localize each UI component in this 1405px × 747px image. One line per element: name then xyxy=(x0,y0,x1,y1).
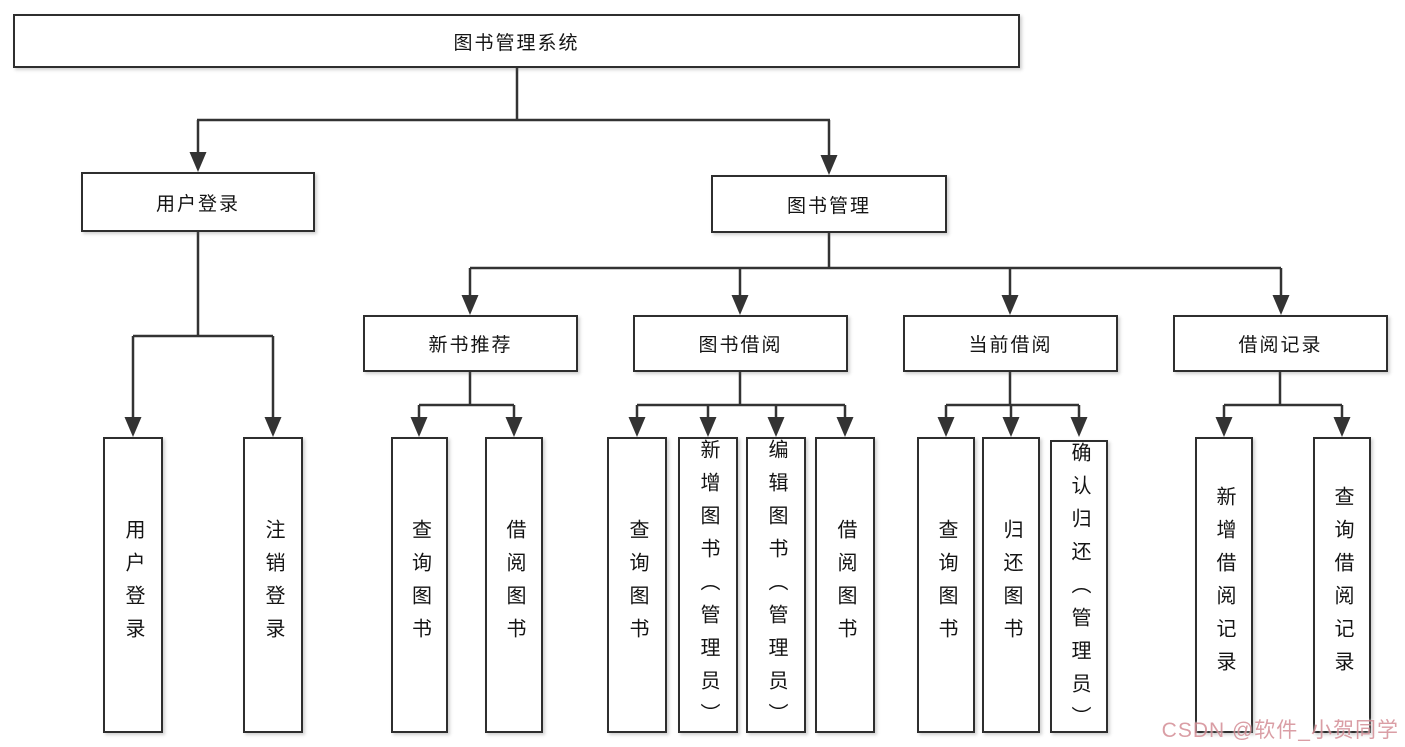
node-label: 新增图书（管理员） xyxy=(697,439,719,736)
arrowhead xyxy=(1215,417,1233,437)
arrowhead xyxy=(1002,417,1020,437)
arrowhead xyxy=(836,417,854,437)
arrowhead xyxy=(820,155,838,175)
leaf-confirm-return-admin: 确认归还（管理员） xyxy=(1050,440,1108,739)
connector-newbook-to-leaves xyxy=(417,370,516,419)
connector-borrowing-to-leaves xyxy=(635,370,847,419)
connector-root-to-level2 xyxy=(196,66,831,157)
node-label: 图书借阅 xyxy=(698,335,783,356)
leaf-user-login: 用户登录 xyxy=(103,437,163,733)
node-new-book-recommendation: 新书推荐 xyxy=(363,315,578,372)
arrowhead xyxy=(124,417,142,437)
node-label: 图书管理系统 xyxy=(453,32,580,54)
arrowhead xyxy=(1333,417,1351,437)
node-book-borrowing: 图书借阅 xyxy=(633,315,848,372)
node-book-management-system: 图书管理系统 xyxy=(13,14,1020,68)
arrowhead xyxy=(264,417,282,437)
leaf-add-borrow-record: 新增借阅记录 xyxy=(1195,437,1253,733)
node-label: 新书推荐 xyxy=(428,335,513,356)
node-borrowing-records: 借阅记录 xyxy=(1173,315,1388,372)
leaf-query-borrow-record: 查询借阅记录 xyxy=(1313,437,1371,733)
leaf-borrow-books: 借阅图书 xyxy=(815,437,875,733)
node-current-borrowing: 当前借阅 xyxy=(903,315,1118,372)
csdn-watermark: CSDN @软件_小贺同学 xyxy=(1161,719,1399,742)
node-label: 用户登录 xyxy=(155,193,240,215)
arrowhead xyxy=(1272,295,1290,315)
leaf-return-books: 归还图书 xyxy=(982,437,1040,733)
arrowhead xyxy=(628,417,646,437)
connector-userlogin-to-leaves xyxy=(131,230,275,419)
arrowhead xyxy=(461,295,479,315)
node-label: 注销登录 xyxy=(262,519,284,651)
node-label: 查询图书 xyxy=(408,519,431,651)
node-label: 编辑图书（管理员） xyxy=(765,439,787,736)
arrowhead xyxy=(189,152,207,172)
leaf-borrow-books: 借阅图书 xyxy=(485,437,543,733)
node-label: 查询借阅记录 xyxy=(1331,486,1353,684)
node-label: 确认归还（管理员） xyxy=(1068,442,1090,739)
node-label: 当前借阅 xyxy=(968,335,1053,356)
node-label: 借阅图书 xyxy=(834,519,856,651)
node-book-management: 图书管理 xyxy=(711,175,947,233)
node-label: 查询图书 xyxy=(935,519,957,651)
arrowhead xyxy=(699,417,717,437)
node-label: 借阅图书 xyxy=(503,519,525,651)
node-label: 图书管理 xyxy=(786,195,871,217)
arrowhead xyxy=(410,417,428,437)
node-label: 查询图书 xyxy=(626,519,648,651)
arrowhead xyxy=(1070,417,1088,437)
leaf-logout: 注销登录 xyxy=(243,437,303,733)
node-label: 借阅记录 xyxy=(1238,335,1323,356)
leaf-edit-books-admin: 编辑图书（管理员） xyxy=(746,437,806,736)
leaf-query-books: 查询图书 xyxy=(917,437,975,733)
arrowhead xyxy=(937,417,955,437)
leaf-query-books: 查询图书 xyxy=(391,437,448,733)
leaf-add-books-admin: 新增图书（管理员） xyxy=(678,437,738,736)
connector-records-to-leaves xyxy=(1222,370,1344,419)
node-user-login: 用户登录 xyxy=(81,172,315,232)
arrowhead xyxy=(505,417,523,437)
node-label: 归还图书 xyxy=(1000,519,1022,651)
connector-current-to-leaves xyxy=(944,370,1081,419)
node-label: 新增借阅记录 xyxy=(1213,486,1235,684)
arrowhead xyxy=(767,417,785,437)
arrowhead xyxy=(1001,295,1019,315)
connector-bookmgmt-to-level3 xyxy=(468,231,1283,297)
leaf-query-books: 查询图书 xyxy=(607,437,667,733)
node-label: 用户登录 xyxy=(122,519,144,651)
arrowhead xyxy=(731,295,749,315)
